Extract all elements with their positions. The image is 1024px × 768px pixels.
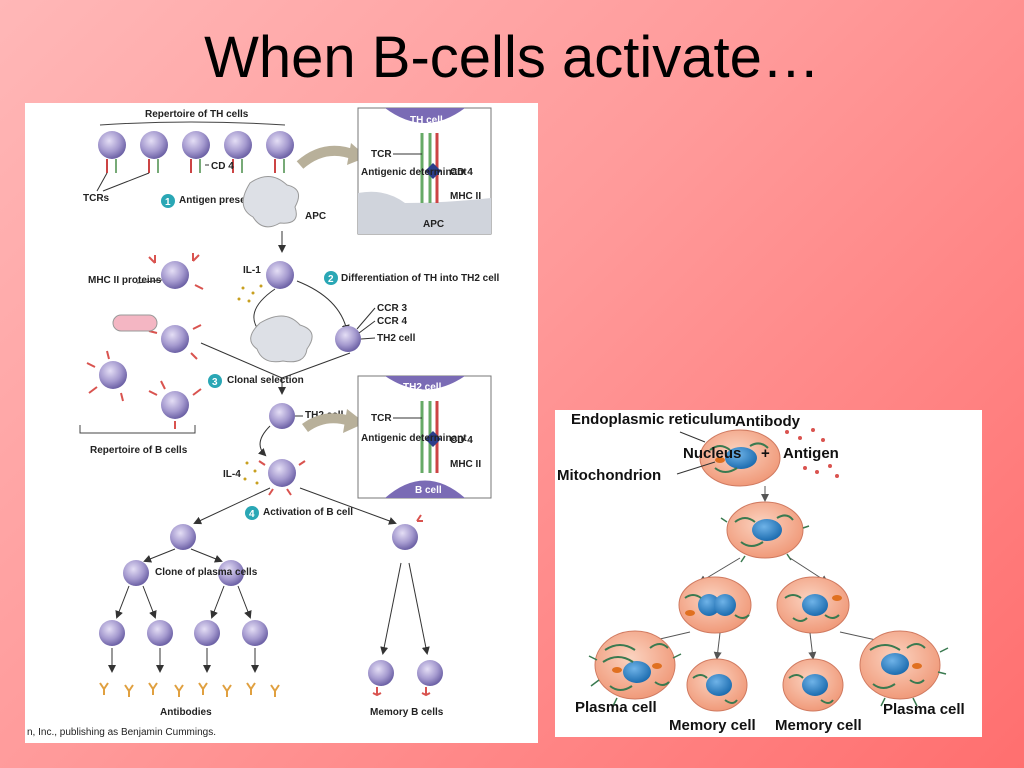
slide-title: When B-cells activate… (204, 25, 820, 90)
resting-b-cell (699, 429, 781, 487)
il4-label: IL-4 (223, 469, 241, 480)
step2-badge (324, 271, 338, 285)
plasma-cell-label-left: Plasma cell (575, 699, 657, 716)
svg-text:4: 4 (249, 509, 255, 520)
mitochondrion-label: Mitochondrion (557, 467, 661, 484)
svg-text:MHC II: MHC II (450, 459, 481, 470)
antigen-particle (112, 314, 158, 332)
svg-text:TCR: TCR (371, 149, 392, 160)
svg-text:B cell: B cell (415, 485, 442, 496)
svg-text:CCR 4: CCR 4 (377, 316, 407, 327)
step4-label: Activation of B cell (263, 507, 353, 518)
svg-text:CCR 3: CCR 3 (377, 303, 407, 314)
antibody-molecules (99, 682, 280, 697)
apc-cell-2 (250, 315, 313, 363)
antigen-dots (785, 428, 839, 478)
th-cell (266, 261, 294, 289)
tcrs-label: TCRs (83, 193, 110, 204)
antibodies-label: Antibodies (160, 707, 212, 718)
svg-text:CD 4: CD 4 (450, 435, 473, 446)
step2-label: Differentiation of TH into TH2 cell (341, 273, 500, 284)
memory-cell-label-1: Memory cell (669, 717, 756, 734)
th2-cell-label-a: TH2 cell (377, 333, 416, 344)
repertoire-th-label: Repertoire of TH cells (145, 109, 249, 120)
activated-b-cell (268, 459, 296, 487)
apc-label: APC (305, 211, 326, 222)
svg-text:Antigenic determinant: Antigenic determinant (361, 167, 467, 178)
th-b-cell-activation-diagram: Repertoire of TH cells CD 4 TCRs 1 Antig… (25, 103, 538, 743)
plasma-memory-cell-diagram: Endoplasmic reticulum Antibody Nucleus +… (555, 410, 982, 737)
cd4-label-top: CD 4 (211, 161, 234, 172)
zoom-arrow-1 (296, 145, 357, 169)
tcr-mhc-inset-2: TH2 cell TCR Antigenic determinant CD 4 … (357, 375, 492, 499)
svg-text:3: 3 (212, 377, 218, 388)
memory-cell-label-2: Memory cell (775, 717, 862, 734)
memory-cell-right (782, 658, 844, 712)
svg-text:1: 1 (165, 197, 171, 208)
th2-cell-2 (269, 403, 295, 429)
memory-cell-left (686, 658, 748, 712)
svg-text:2: 2 (328, 274, 334, 285)
il1-label: IL-1 (243, 265, 261, 276)
step3-badge (208, 374, 222, 388)
antigen-label: Antigen (783, 445, 839, 462)
plasma-cell-left (588, 630, 682, 707)
tcr-mhc-inset-1: TH cell TCR Antigenic determinant CD 4 M… (357, 107, 492, 235)
apc-cell (242, 176, 300, 228)
activated-b-cell (720, 501, 810, 563)
copyright-text: n, Inc., publishing as Benjamin Cummings… (27, 727, 216, 738)
svg-text:TH2 cell: TH2 cell (403, 382, 442, 393)
svg-text:TCR: TCR (371, 413, 392, 424)
dividing-cell-left (678, 576, 752, 634)
antibody-label: Antibody (735, 413, 801, 430)
dividing-cell-right (776, 576, 850, 634)
step3-label: Clonal selection (227, 375, 304, 386)
step1-label: Antigen presentation (179, 195, 279, 206)
step1-badge (161, 194, 175, 208)
nucleus-label: Nucleus (683, 445, 741, 462)
mhc-proteins-label: MHC II proteins (88, 275, 162, 286)
plasma-cell-label-right: Plasma cell (883, 701, 965, 718)
memory-b-precursor (392, 524, 418, 550)
er-label: Endoplasmic reticulum (571, 411, 736, 428)
plasma-cell-right (859, 630, 949, 707)
plus-label: + (761, 445, 770, 462)
svg-text:CD 4: CD 4 (450, 167, 473, 178)
plasma-cell-clone (99, 524, 268, 646)
th2-cell (335, 326, 361, 352)
svg-text:TH cell: TH cell (410, 115, 443, 126)
th-cell-repertoire (98, 131, 294, 173)
memory-b-label: Memory B cells (370, 707, 444, 718)
step4-badge (245, 506, 259, 520)
svg-text:MHC II: MHC II (450, 191, 481, 202)
svg-text:Antigenic determinant: Antigenic determinant (361, 433, 467, 444)
svg-text:APC: APC (423, 219, 444, 230)
clone-label: Clone of plasma cells (155, 567, 258, 578)
repertoire-b-label: Repertoire of B cells (90, 445, 188, 456)
memory-b-cells (368, 660, 443, 697)
